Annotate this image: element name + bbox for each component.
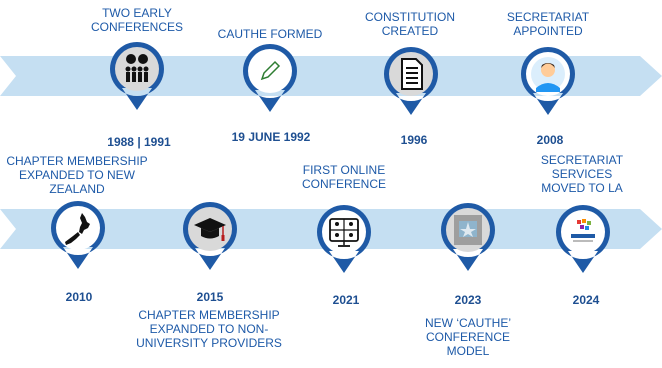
- people-icon: [117, 49, 157, 89]
- event-label: CAUTHE FORMED: [217, 27, 323, 41]
- timeline-pin: [241, 42, 299, 114]
- pen-icon: [250, 51, 290, 91]
- timeline-pin: [108, 40, 166, 112]
- video-call-icon: [324, 212, 364, 252]
- timeline-pin: [439, 201, 497, 273]
- new-zealand-map-icon: [58, 208, 98, 248]
- event-label: SECRETARIAT SERVICES MOVED TO LA: [540, 153, 624, 195]
- event-date: 1988 | 1991: [107, 135, 171, 149]
- graduation-cap-icon: [190, 209, 230, 249]
- event-label: FIRST ONLINE CONFERENCE: [301, 163, 387, 191]
- event-date: 2008: [536, 133, 564, 147]
- event-label: CHAPTER MEMBERSHIP EXPANDED TO NON- UNIV…: [136, 308, 282, 350]
- event-label: SECRETARIAT APPOINTED: [506, 10, 590, 38]
- event-date: 2023: [454, 293, 482, 307]
- event-date: 2021: [332, 293, 360, 307]
- timeline-pin: [519, 45, 577, 117]
- timeline-pin: [382, 45, 440, 117]
- event-date: 1996: [400, 133, 428, 147]
- event-date: 2024: [572, 293, 600, 307]
- timeline-pin: [49, 199, 107, 271]
- timeline-band-top: [0, 56, 662, 96]
- leishman-logo-icon: [563, 212, 603, 252]
- event-label: TWO EARLY CONFERENCES: [90, 6, 184, 34]
- event-label: NEW ‘CAUTHE’ CONFERENCE MODEL: [425, 316, 511, 358]
- person-icon: [528, 54, 568, 94]
- timeline-pin: [315, 203, 373, 275]
- conference-badge-icon: [448, 210, 488, 250]
- timeline-pin: [181, 200, 239, 272]
- event-date: 2015: [196, 290, 224, 304]
- document-icon: [391, 54, 431, 94]
- event-date: 19 JUNE 1992: [231, 130, 311, 144]
- event-label: CONSTITUTION CREATED: [365, 10, 455, 38]
- event-date: 2010: [65, 290, 93, 304]
- timeline-pin: [554, 203, 612, 275]
- event-label: CHAPTER MEMBERSHIP EXPANDED TO NEW ZEALA…: [6, 154, 148, 196]
